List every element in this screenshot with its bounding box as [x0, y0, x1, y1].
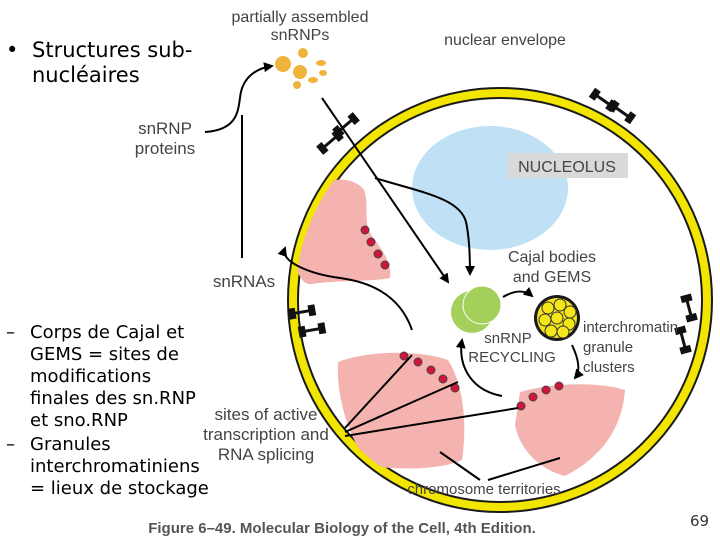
interchromatin-granule-cluster	[534, 295, 580, 341]
sub-bullet: – Corps de Cajal et GEMS = sites de modi…	[6, 322, 216, 432]
partially-assembled-label: partially assembled	[232, 9, 369, 26]
interchromatin-label-3: clusters	[583, 359, 635, 376]
chromosome-territories-label: chromosome territories	[407, 481, 560, 498]
arrow-recycling-to-cajal	[455, 338, 503, 397]
nucleolus-label: NUCLEOLUS	[518, 159, 616, 176]
sub-bullet-dash: –	[6, 322, 15, 343]
nascent-transcripts	[360, 225, 564, 411]
bullet-dot: •	[6, 38, 19, 62]
sub-bullet-dash: –	[6, 434, 15, 455]
chromosome-territory-lower-left	[337, 352, 465, 469]
sites-label-2: transcription and	[203, 425, 329, 444]
snrnp-proteins-label-1: snRNP	[138, 119, 192, 138]
page-number: 69	[690, 512, 710, 530]
cajal-body	[462, 285, 502, 325]
sub-bullet: – Granules interchromatiniens = lieux de…	[6, 434, 216, 500]
arrow-cajal-to-granule	[502, 286, 534, 298]
main-bullet: • Structures sub-nucléaires	[6, 38, 226, 88]
nuclear-pore	[316, 129, 344, 155]
nucleolus	[412, 126, 568, 250]
snrnps-label: snRNPs	[271, 27, 330, 44]
partially-assembled-snrnps	[275, 48, 327, 89]
arrow-proteins-to-snrnps	[204, 62, 274, 133]
snrnas-label: snRNAs	[213, 272, 275, 291]
nuclear-pore	[607, 99, 637, 125]
nucleolus-label-bg	[507, 153, 628, 178]
arrow-territory-to-snrnas	[277, 246, 413, 331]
sites-label-1: sites of active	[215, 405, 318, 424]
pointer-territories-right	[487, 457, 561, 481]
arrow-import-into-nucleus	[321, 97, 450, 284]
nuclear-envelope-label: nuclear envelope	[444, 32, 566, 49]
cajal-bodies-label-1: Cajal bodies	[508, 249, 596, 266]
nuclear-pores	[287, 87, 698, 355]
nuclear-envelope-fill	[289, 89, 711, 511]
nuclear-pore	[297, 322, 327, 338]
sites-label-3: RNA splicing	[218, 445, 314, 464]
sub-bullet-text: Granules interchromatiniens = lieux de s…	[30, 434, 209, 499]
figure-caption: Figure 6–49. Molecular Biology of the Ce…	[148, 520, 536, 537]
pointer-sites-right	[344, 407, 519, 437]
pointer-territories-left	[439, 451, 481, 481]
recycling-label-1: snRNP	[484, 330, 532, 347]
nuclear-pore	[680, 293, 698, 323]
pointer-sites-middle	[344, 381, 459, 433]
nuclear-pore	[287, 304, 317, 320]
cajal-bodies-label-2: and GEMS	[513, 269, 591, 286]
snrnp-proteins-label-2: proteins	[135, 139, 195, 158]
recycling-label-2: RECYCLING	[468, 349, 556, 366]
nuclear-pore	[674, 325, 692, 355]
sub-bullet-text: Corps de Cajal et GEMS = sites de modifi…	[30, 322, 196, 431]
arrow-nucleolus-to-cajal	[374, 177, 475, 276]
pointer-sites-upper	[344, 354, 413, 429]
main-bullet-text: Structures sub-nucléaires	[32, 38, 193, 87]
interchromatin-label-2: granule	[583, 339, 633, 356]
chromosome-territory-lower-right	[515, 384, 625, 476]
arrow-granule-to-territory	[571, 344, 584, 380]
interchromatin-label-1: interchromatin	[583, 319, 678, 336]
